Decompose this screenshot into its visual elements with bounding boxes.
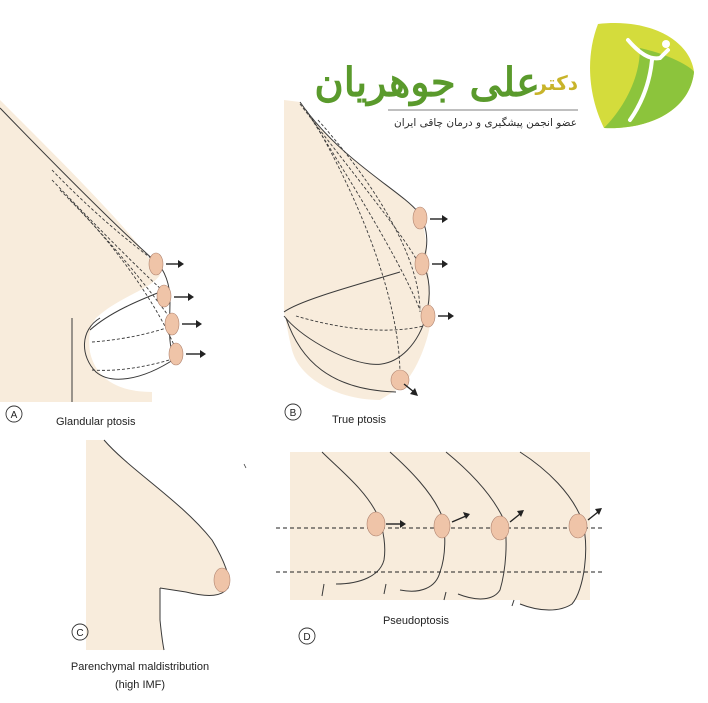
panel-a-skin	[0, 100, 160, 402]
nipple	[168, 342, 184, 366]
panel-b-skin	[284, 100, 432, 400]
panel-c-skin	[86, 440, 230, 650]
nipple	[568, 513, 588, 539]
panel-a-label: Glandular ptosis	[56, 416, 136, 428]
panel-b-letter: B	[290, 408, 297, 419]
leaf-icon	[590, 23, 694, 129]
logo-subtitle: عضو انجمن پیشگیری و درمان چاقی ایران	[394, 116, 577, 129]
panel-c: C Parenchymal maldistribution (high IMF)	[71, 439, 247, 691]
panel-c-letter: C	[76, 628, 83, 639]
panel-c-label-line1: Parenchymal maldistribution	[71, 661, 209, 673]
nipple	[213, 567, 231, 593]
nipple	[366, 511, 386, 537]
logo-title-prefix: دکتر	[535, 71, 579, 95]
panel-letter-badge	[71, 623, 89, 641]
logo-name: علی جوهریان	[314, 59, 540, 107]
nipple	[420, 304, 436, 328]
panel-c-label-line2: (high IMF)	[115, 679, 165, 691]
nipple	[148, 252, 164, 276]
nipple	[490, 515, 510, 541]
panel-a: A Glandular ptosis	[0, 100, 206, 428]
logo: دکتر علی جوهریان عضو انجمن پیشگیری و درم…	[314, 23, 694, 129]
panel-b: B True ptosis	[283, 100, 454, 426]
nipple	[164, 312, 180, 336]
panel-d: D Pseudoptosis	[276, 451, 604, 645]
panel-letter-badge	[284, 403, 302, 421]
panel-d-letter: D	[303, 632, 310, 643]
nipple	[412, 206, 428, 230]
nipple	[433, 513, 451, 539]
panel-letter-badge	[298, 627, 316, 645]
panel-d-label: Pseudoptosis	[383, 615, 450, 627]
panel-a-letter: A	[11, 410, 18, 421]
nipple	[414, 252, 430, 276]
nipple	[390, 369, 410, 391]
panel-b-label: True ptosis	[332, 414, 387, 426]
nipple	[156, 284, 172, 308]
arrow-icon	[403, 215, 454, 396]
arrow-icon	[166, 260, 206, 358]
panel-letter-badge	[5, 405, 23, 423]
arrow-icon	[386, 508, 602, 528]
